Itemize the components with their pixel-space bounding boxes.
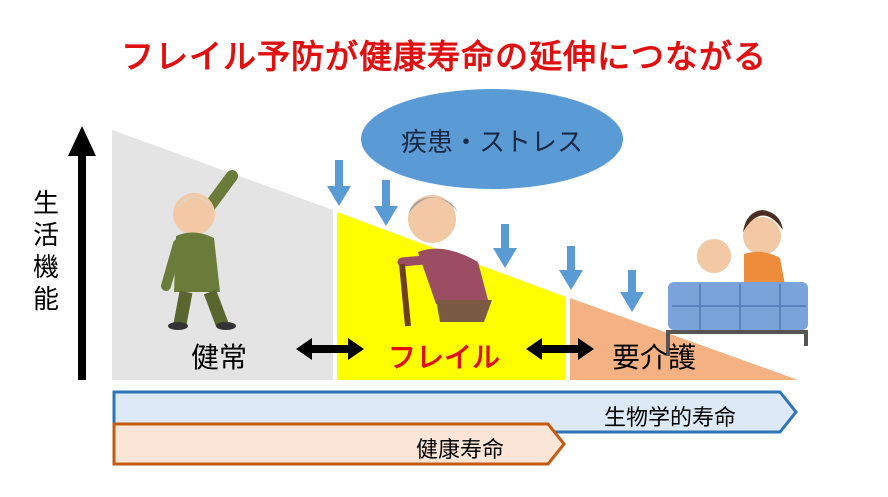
stage-label-care: 要介護 bbox=[612, 341, 697, 374]
down-arrow-icon bbox=[327, 160, 351, 206]
healthy-lifespan-bar bbox=[112, 422, 566, 466]
double-arrow-icon bbox=[526, 338, 594, 360]
biological-lifespan-label: 生物学的寿命 bbox=[604, 406, 737, 431]
down-arrow-icon bbox=[374, 180, 398, 226]
frail-elderly-woman-illustration bbox=[397, 195, 492, 327]
healthy-zone bbox=[112, 130, 333, 380]
stage-label-healthy: 健常 bbox=[191, 341, 248, 374]
care-zone bbox=[570, 298, 798, 380]
bedridden-elderly-with-caregiver-illustration bbox=[666, 210, 808, 356]
down-arrow-icon bbox=[620, 270, 644, 312]
page-title: フレイル予防が健康寿命の延伸につながる bbox=[121, 37, 767, 76]
down-arrow-icon bbox=[493, 224, 517, 268]
y-axis-arrow bbox=[68, 126, 96, 380]
y-axis-label: 生活機能 bbox=[32, 189, 59, 315]
stretching-elderly-man-illustration bbox=[161, 170, 238, 330]
stressor-label: 疾患・ストレス bbox=[400, 128, 583, 158]
double-arrow-icon bbox=[296, 338, 364, 360]
stage-label-frailty: フレイル bbox=[388, 341, 501, 374]
stressor-ellipse bbox=[361, 89, 623, 189]
healthy-lifespan-label: 健康寿命 bbox=[416, 438, 505, 463]
down-arrow-icon bbox=[559, 246, 583, 290]
